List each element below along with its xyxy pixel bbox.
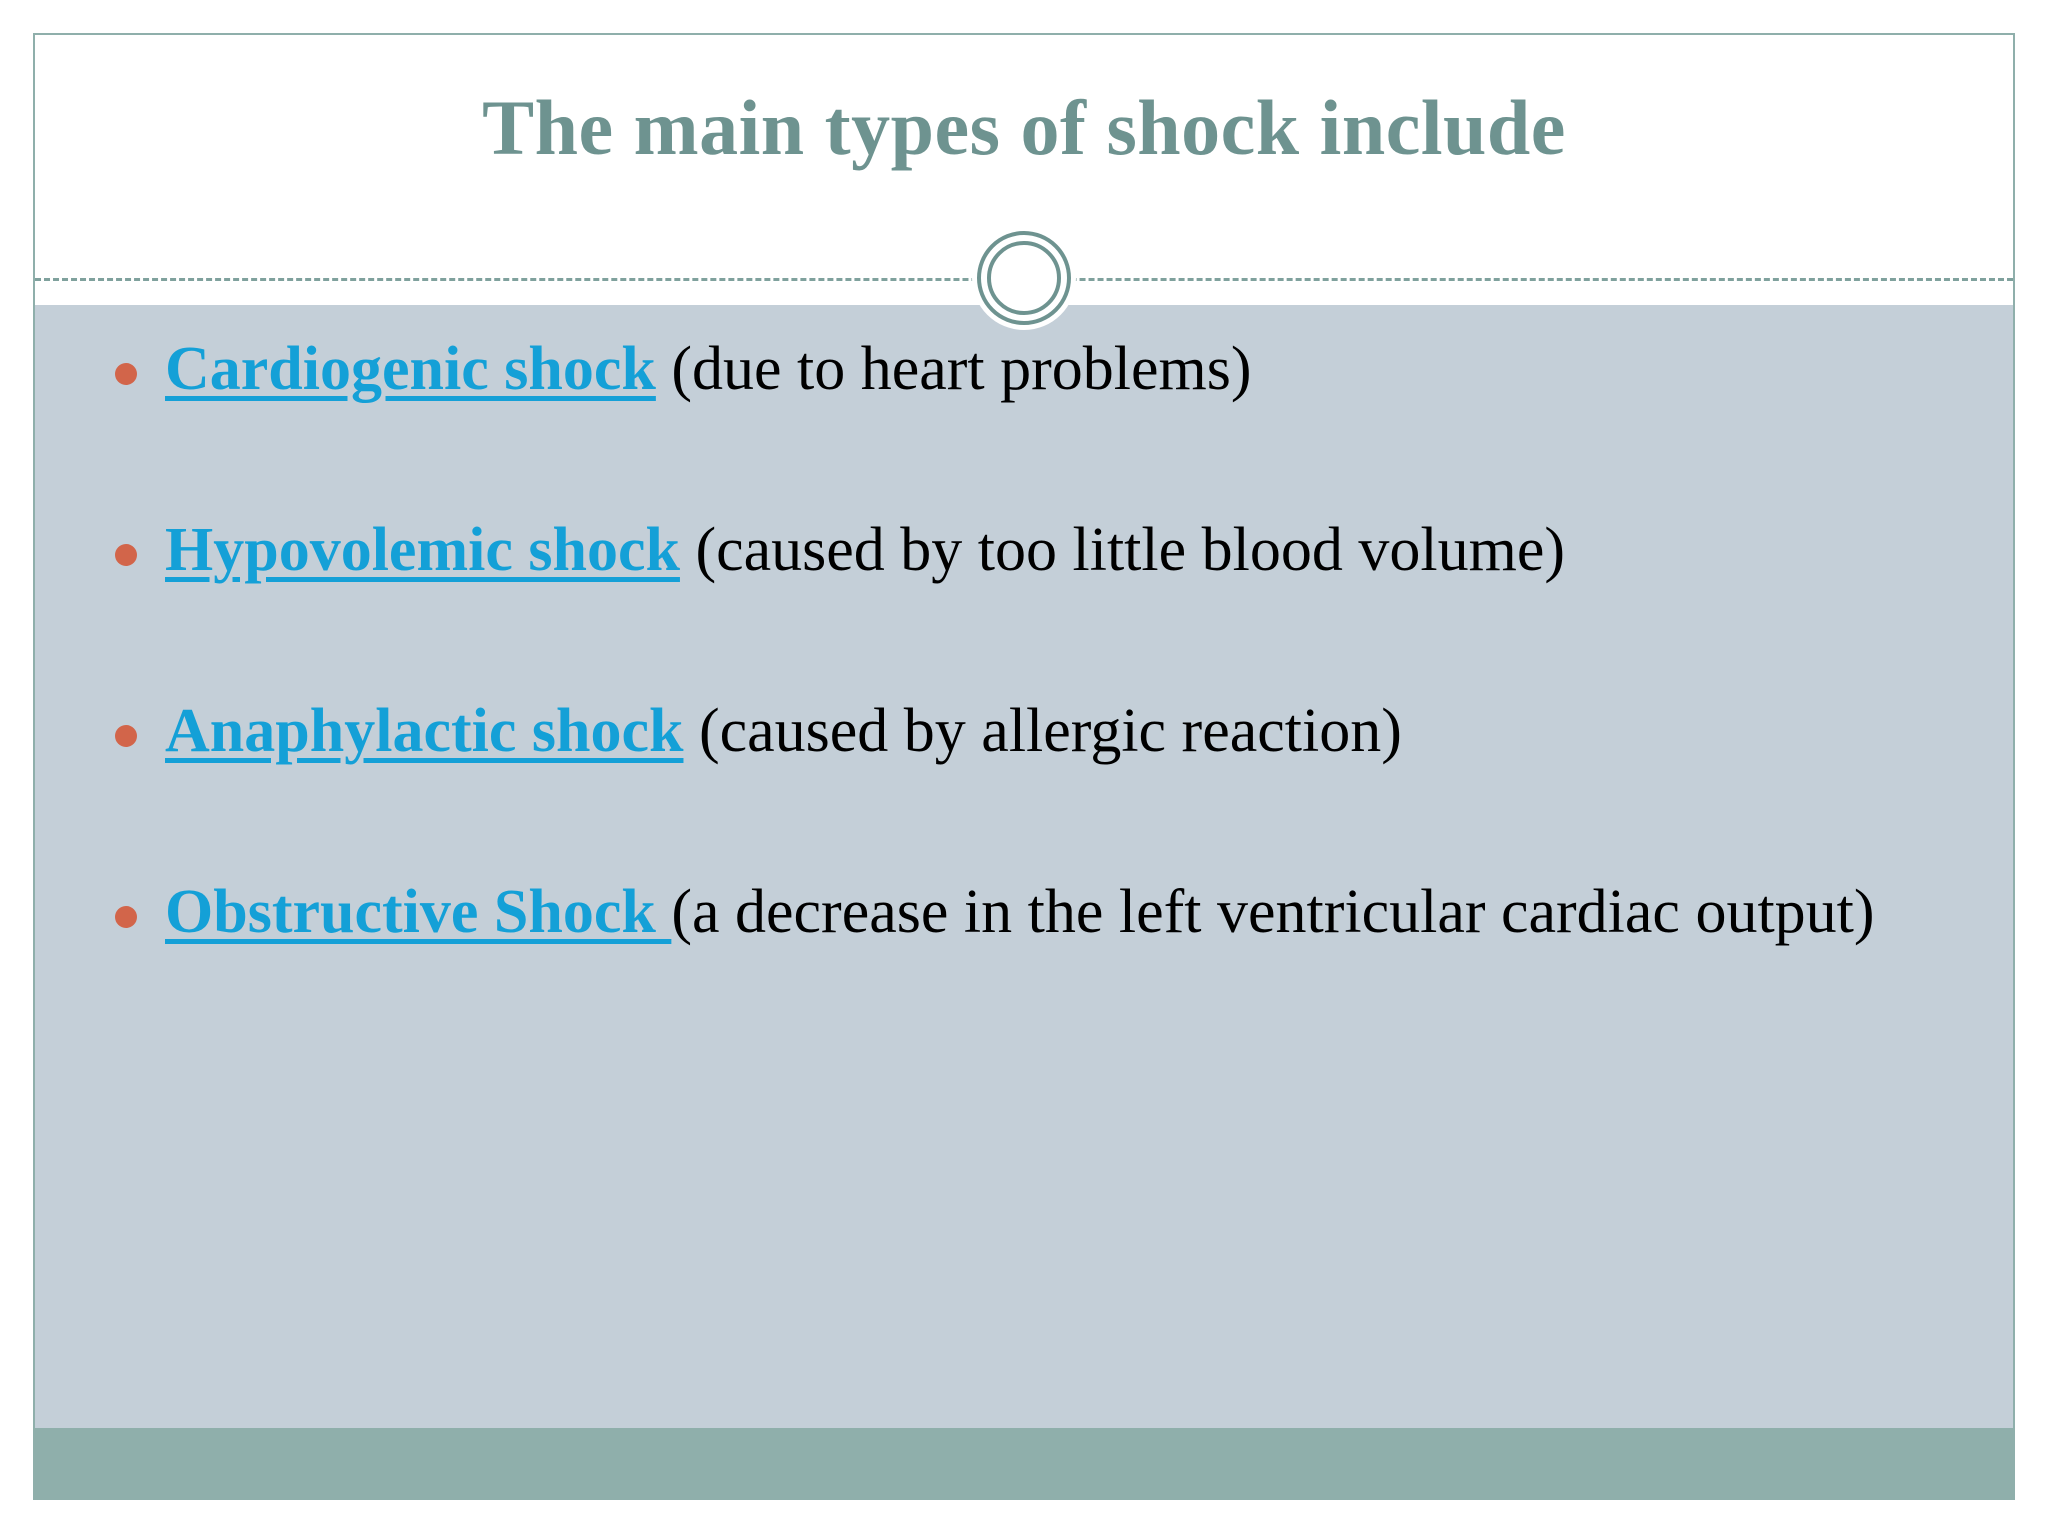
bullet-dot-icon (115, 363, 137, 385)
body-panel (35, 305, 2013, 1432)
shock-type-link[interactable]: Hypovolemic shock (165, 516, 680, 585)
footer-bar (35, 1428, 2013, 1498)
bullet-dot-icon (115, 544, 137, 567)
shock-type-description: (a decrease in the left ventricular card… (671, 878, 1875, 947)
circle-inner-ring (987, 241, 1061, 315)
page-title: The main types of shock include (482, 84, 1566, 171)
double-ring-circle-icon (970, 224, 1078, 332)
shock-type-description: (caused by too little blood volume) (679, 516, 1565, 585)
list-item: Obstructive Shock (a decrease in the lef… (83, 876, 1963, 949)
bullet-dot-icon (115, 906, 137, 929)
bullet-list: Cardiogenic shock (due to heart problems… (83, 333, 1963, 950)
shock-type-description: (caused by allergic reaction) (683, 697, 1402, 766)
slide: The main types of shock include Cardioge… (33, 33, 2015, 1500)
list-item: Anaphylactic shock (caused by allergic r… (83, 695, 1963, 768)
shock-type-link[interactable]: Cardiogenic shock (165, 335, 656, 403)
shock-type-link[interactable]: Obstructive Shock (165, 878, 672, 947)
circle-outer-ring (977, 231, 1071, 325)
list-item: Cardiogenic shock (due to heart problems… (83, 333, 1963, 406)
bullet-dot-icon (115, 725, 137, 748)
list-item: Hypovolemic shock (caused by too little … (83, 514, 1963, 587)
shock-type-description: (due to heart problems) (655, 335, 1252, 403)
shock-type-link[interactable]: Anaphylactic shock (165, 697, 684, 766)
